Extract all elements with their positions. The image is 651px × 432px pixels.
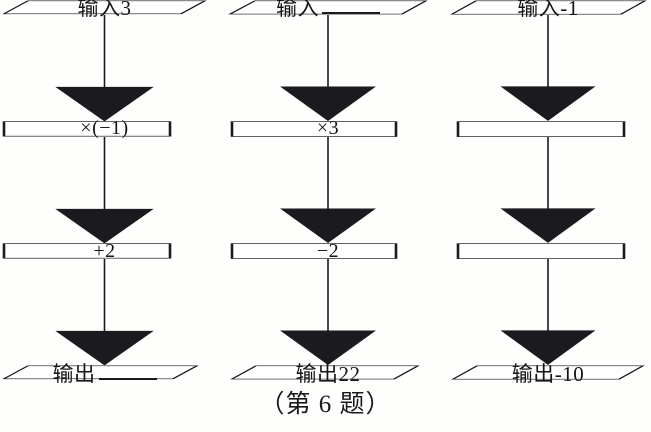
operation-node-3-1[interactable] bbox=[449, 121, 647, 137]
rectangle-shape bbox=[228, 243, 428, 259]
flowchart-column-3: 输入-1 bbox=[449, 0, 647, 386]
connector-1-1 bbox=[2, 15, 207, 121]
output-node-2[interactable]: 输出22 bbox=[228, 362, 428, 386]
rectangle-shape bbox=[449, 121, 647, 137]
figure-caption: （第 6 题） bbox=[259, 391, 392, 418]
parallelogram-shape bbox=[2, 365, 207, 380]
connector-2-2 bbox=[228, 137, 428, 244]
connector-3-1 bbox=[449, 15, 647, 121]
connector-2-3 bbox=[228, 259, 428, 366]
rectangle-shape bbox=[449, 243, 647, 259]
input-node-3[interactable]: 输入-1 bbox=[449, 0, 647, 20]
rectangle-shape bbox=[2, 121, 207, 137]
operation-node-2-2[interactable]: −2 bbox=[228, 240, 428, 262]
parallelogram-shape bbox=[449, 365, 647, 380]
input-node-1[interactable]: 输入3 bbox=[2, 0, 207, 20]
output-node-1[interactable]: 输出 bbox=[2, 362, 207, 386]
rectangle-shape bbox=[228, 121, 428, 137]
flowchart-column-1: 输入3 ×(−1) bbox=[2, 0, 207, 386]
output-node-3[interactable]: 输出-10 bbox=[449, 362, 647, 386]
parallelogram-shape bbox=[228, 0, 428, 15]
connector-2-1 bbox=[228, 15, 428, 121]
flowchart-column-2: 输入 ×3 bbox=[228, 0, 428, 386]
flowchart-columns: 输入3 ×(−1) bbox=[2, 0, 647, 386]
connector-1-3 bbox=[2, 259, 207, 366]
operation-node-3-2[interactable] bbox=[449, 243, 647, 259]
operation-node-1-1[interactable]: ×(−1) bbox=[2, 117, 207, 139]
parallelogram-shape bbox=[449, 0, 647, 15]
connector-3-3 bbox=[449, 259, 647, 366]
connector-1-2 bbox=[2, 137, 207, 244]
rectangle-shape bbox=[2, 243, 207, 259]
parallelogram-shape bbox=[228, 365, 428, 380]
parallelogram-shape bbox=[2, 0, 207, 15]
operation-node-1-2[interactable]: +2 bbox=[2, 240, 207, 262]
input-node-2[interactable]: 输入 bbox=[228, 0, 428, 20]
operation-node-2-1[interactable]: ×3 bbox=[228, 117, 428, 139]
connector-3-2 bbox=[449, 137, 647, 243]
